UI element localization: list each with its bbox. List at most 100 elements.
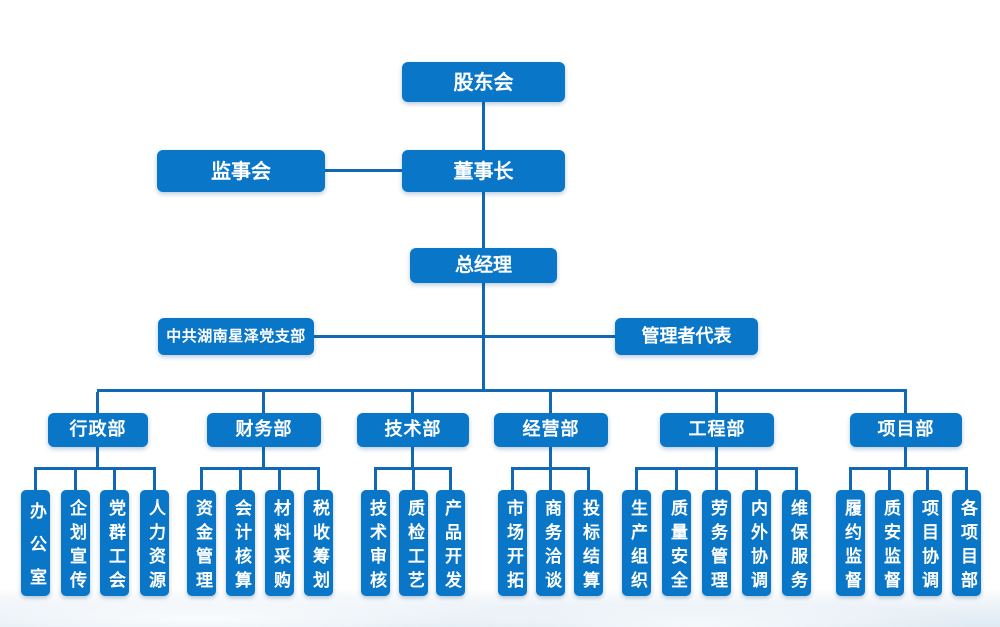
dept-node-operations: 经营部 [494,413,608,447]
connector [755,470,758,490]
sub-node-label: 技术审核 [366,498,386,595]
sub-node: 市场开拓 [498,490,527,596]
connector [715,470,718,490]
connector [200,467,320,470]
sub-node: 履约监督 [836,490,865,596]
connector [374,470,377,490]
sub-node-label: 维保服务 [787,498,807,595]
dept-node-finance: 财务部 [207,413,321,447]
sub-node: 内外协调 [742,490,771,596]
connector [262,447,265,467]
dept-node-projects: 项目部 [850,413,962,447]
connector [549,447,552,467]
connector [926,470,929,490]
sub-node: 项目协调 [913,490,942,596]
connector [96,392,99,413]
connector [511,467,590,470]
sub-node-label: 内外协调 [747,498,767,595]
connector [200,470,203,490]
node-party-branch: 中共湖南星泽党支部 [158,318,314,355]
sub-node-label: 质安监督 [880,498,900,595]
sub-node: 各项目部 [952,490,981,596]
dept-node-technology: 技术部 [357,413,469,447]
sub-node-label: 人力资源 [145,498,165,595]
sub-node: 人力资源 [140,490,169,596]
connector [412,470,415,490]
sub-node-label: 履约监督 [841,498,861,595]
connector [374,467,452,470]
sub-node-label: 企划宣传 [66,498,86,595]
sub-node-label: 资金管理 [192,498,212,595]
sub-node-label: 市场开拓 [503,498,523,595]
sub-node: 党群工会 [100,490,129,596]
connector [449,470,452,490]
sub-node: 产品开发 [436,490,465,596]
sub-node: 维保服务 [782,490,811,596]
connector [635,470,638,490]
sub-node-label: 党群工会 [105,498,125,595]
sub-node-label: 质量安全 [667,498,687,595]
connector [675,470,678,490]
node-supervisory-board: 监事会 [157,150,325,192]
sub-node-label: 材料采购 [270,498,290,595]
connector [904,392,907,413]
sub-node-label: 质检工艺 [404,498,424,595]
node-shareholders: 股东会 [402,62,565,102]
sub-node: 资金管理 [187,490,216,596]
connector [849,470,852,490]
sub-node: 质量安全 [662,490,691,596]
connector [96,447,99,467]
connector [965,470,968,490]
connector [482,102,485,150]
connector [262,392,265,413]
dept-node-engineering: 工程部 [660,413,774,447]
node-general-manager: 总经理 [410,248,557,283]
node-management-rep: 管理者代表 [615,318,758,355]
connector [549,392,552,413]
connector [795,470,798,490]
connector [325,169,402,172]
sub-node-label: 办公室 [26,501,46,601]
connector [587,470,590,490]
sub-node: 办公室 [21,490,50,601]
sub-node: 生产组织 [622,490,651,596]
sub-node: 质安监督 [875,490,904,596]
sub-node-label: 商务洽谈 [541,498,561,595]
connector [511,470,514,490]
connector [635,467,798,470]
connector [34,470,37,490]
sub-node: 投标结算 [574,490,603,596]
sub-node: 劳务管理 [702,490,731,596]
sub-node: 税收筹划 [304,490,333,596]
sub-node-label: 项目协调 [918,498,938,595]
connector [849,467,968,470]
sub-node-label: 投标结算 [579,498,599,595]
connector [888,470,891,490]
connector [97,389,907,392]
connector [715,447,718,467]
sub-node: 企划宣传 [61,490,90,596]
sub-node: 技术审核 [361,490,390,596]
connector [715,392,718,413]
sub-node: 材料采购 [265,490,294,596]
connector [239,470,242,490]
connector [549,470,552,490]
connector [904,447,907,467]
connector [411,392,414,413]
connector [153,470,156,490]
sub-node-label: 劳务管理 [707,498,727,595]
sub-node: 会计核算 [226,490,255,596]
dept-node-admin: 行政部 [48,413,148,447]
connector [74,470,77,490]
connector [482,192,485,248]
connector [317,470,320,490]
node-chairman: 董事长 [402,150,565,192]
sub-node-label: 各项目部 [957,498,977,595]
sub-node: 商务洽谈 [536,490,565,596]
connector [113,470,116,490]
sub-node: 质检工艺 [399,490,428,596]
connector [313,335,616,338]
sub-node-label: 产品开发 [441,498,461,595]
connector [278,470,281,490]
